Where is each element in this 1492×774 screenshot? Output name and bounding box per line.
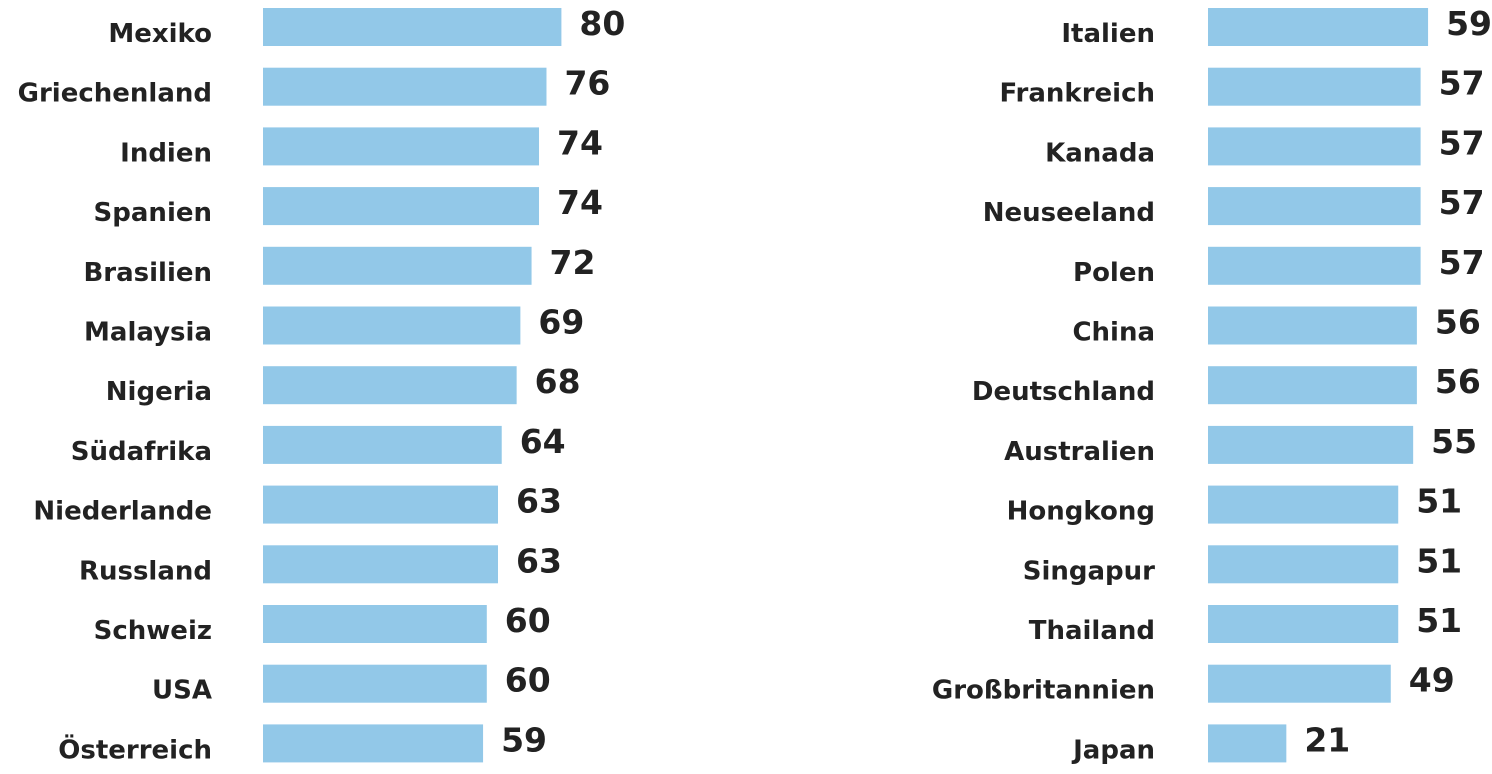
bar (263, 545, 498, 584)
bar (1208, 545, 1399, 584)
bar (263, 127, 540, 166)
category-label: USA (152, 676, 212, 706)
data-label: 55 (1431, 422, 1477, 461)
bar (263, 485, 498, 524)
data-label: 21 (1304, 720, 1350, 759)
data-label: 51 (1416, 482, 1462, 521)
data-label: 69 (538, 303, 584, 342)
bar (1208, 306, 1417, 345)
data-label: 57 (1439, 183, 1485, 222)
bar (1208, 366, 1417, 405)
category-label: Frankreich (999, 79, 1155, 109)
category-label: Australien (1004, 437, 1155, 467)
category-label: Polen (1073, 258, 1155, 288)
category-label: Malaysia (84, 318, 212, 348)
category-label: Mexiko (108, 19, 212, 49)
data-label: 63 (516, 541, 562, 580)
category-label: Spanien (94, 198, 212, 228)
category-label: Deutschland (972, 377, 1155, 407)
bar (1208, 67, 1421, 106)
bar (263, 306, 521, 345)
category-label: Großbritannien (932, 676, 1155, 706)
bar (263, 8, 562, 46)
data-label: 80 (579, 4, 625, 43)
data-label: 51 (1416, 541, 1462, 580)
data-label: 60 (505, 601, 551, 640)
category-label: Südafrika (71, 437, 212, 467)
category-label: Österreich (58, 732, 212, 765)
data-label: 49 (1409, 661, 1455, 700)
category-label: Neuseeland (983, 198, 1155, 228)
category-label: Singapur (1023, 556, 1155, 586)
category-label: China (1072, 318, 1155, 348)
category-label: Nigeria (106, 377, 212, 407)
data-label: 56 (1435, 362, 1481, 401)
category-label: Griechenland (18, 79, 212, 109)
category-label: Thailand (1029, 616, 1155, 646)
bar (263, 366, 517, 405)
category-label: Brasilien (83, 258, 212, 288)
category-label: Japan (1071, 735, 1155, 765)
data-label: 60 (505, 661, 551, 700)
bar (1208, 605, 1399, 643)
bar (263, 605, 487, 643)
category-label: Hongkong (1007, 497, 1155, 527)
bar (263, 664, 487, 703)
data-label: 76 (564, 64, 610, 103)
bar (1208, 724, 1287, 763)
data-label: 74 (557, 183, 603, 222)
data-label: 68 (535, 362, 581, 401)
category-label: Niederlande (33, 497, 212, 527)
bar (263, 246, 532, 285)
bar (1208, 127, 1421, 166)
data-label: 59 (1446, 4, 1492, 43)
category-label: Russland (79, 556, 212, 586)
bar (1208, 8, 1429, 46)
bar (263, 724, 484, 763)
category-label: Indien (120, 138, 212, 168)
bar (1208, 425, 1414, 464)
data-label: 72 (550, 243, 596, 282)
data-label: 57 (1439, 123, 1485, 162)
category-label: Schweiz (94, 616, 212, 646)
data-label: 74 (557, 123, 603, 162)
bar (1208, 664, 1391, 703)
bar (1208, 187, 1421, 226)
bar (263, 67, 547, 106)
bar (263, 425, 502, 464)
bar (263, 187, 540, 226)
data-label: 59 (501, 720, 547, 759)
data-label: 57 (1439, 243, 1485, 282)
data-label: 63 (516, 482, 562, 521)
data-label: 57 (1439, 64, 1485, 103)
data-label: 64 (520, 422, 566, 461)
bar (1208, 246, 1421, 285)
data-label: 56 (1435, 303, 1481, 342)
data-label: 51 (1416, 601, 1462, 640)
bar (1208, 485, 1399, 524)
category-label: Italien (1061, 19, 1155, 49)
category-label: Kanada (1045, 138, 1155, 168)
